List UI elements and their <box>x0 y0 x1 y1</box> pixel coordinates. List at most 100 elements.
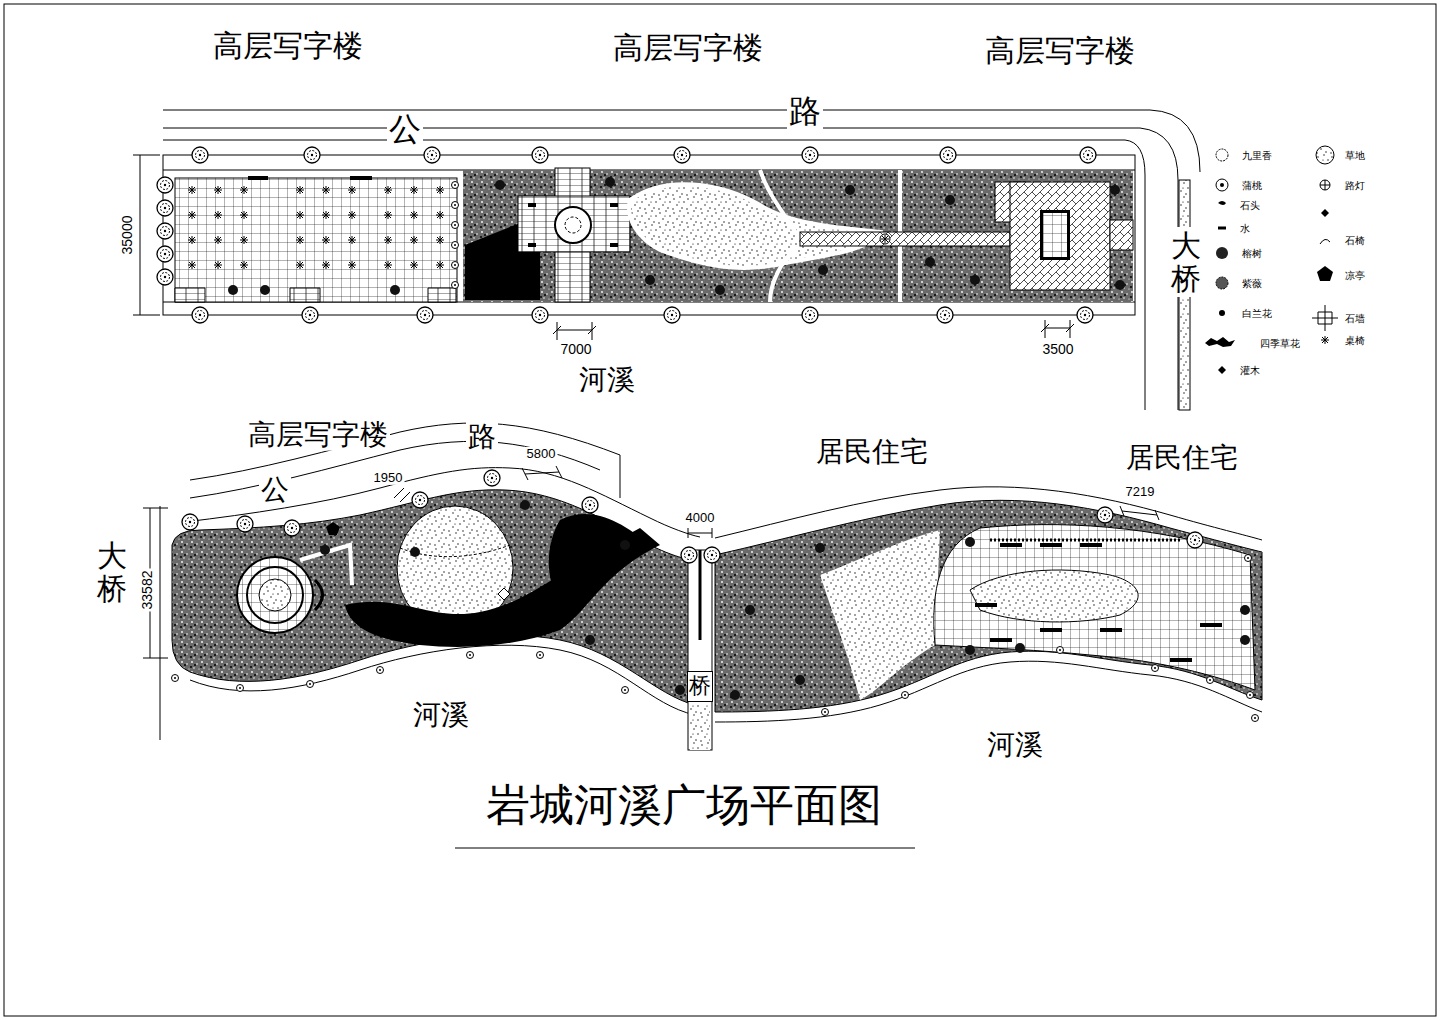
plan-use <box>348 211 356 219</box>
plan-use <box>452 262 459 269</box>
plan-path <box>1218 366 1226 374</box>
plan-use <box>965 645 975 655</box>
dimension-text: 7219 <box>1124 485 1157 499</box>
plan-path <box>1317 266 1333 281</box>
plan-path <box>1218 227 1226 230</box>
plan-use <box>157 223 173 239</box>
plan-use <box>436 236 444 244</box>
plan-path <box>498 588 510 600</box>
plan-use <box>664 307 680 323</box>
plan-path <box>300 545 352 585</box>
place-label: 居民住宅 <box>1124 443 1240 474</box>
plan-use <box>322 261 330 269</box>
place-label: 公 <box>387 112 423 147</box>
plan-use <box>302 307 318 323</box>
legend-text: 路灯 <box>1345 180 1365 191</box>
plan-use <box>970 275 980 285</box>
plan-g <box>157 147 1096 323</box>
plan-path <box>400 545 510 557</box>
legend-text: 九里香 <box>1242 150 1272 161</box>
plan-use <box>410 186 418 194</box>
plan-use <box>452 182 459 189</box>
plan-rect <box>690 705 710 750</box>
plan-path <box>975 545 1222 660</box>
plan-path <box>715 661 1262 722</box>
plan-circle <box>1216 179 1228 191</box>
plan-path <box>248 176 372 180</box>
plan-use <box>436 261 444 269</box>
plan-use <box>1321 336 1329 344</box>
plan-use <box>940 147 956 163</box>
plan-use <box>1115 280 1125 290</box>
plan-path <box>163 170 1135 302</box>
plan-use <box>620 540 630 550</box>
plan-use <box>228 285 238 295</box>
plan-circle <box>1216 247 1228 259</box>
plan-use <box>452 202 459 209</box>
plan-path <box>326 522 340 535</box>
plan-use <box>188 186 196 194</box>
plan-rect <box>555 168 590 302</box>
place-label: 河溪 <box>577 365 637 396</box>
plan-path <box>394 488 410 502</box>
legend-text: 桌椅 <box>1345 335 1365 346</box>
plan-use <box>192 307 208 323</box>
plan-path <box>528 205 618 245</box>
plan-use <box>645 275 655 285</box>
plan-use <box>417 307 433 323</box>
plan-path <box>990 539 1180 542</box>
place-label: 大桥 <box>97 537 127 607</box>
plan-use <box>384 211 392 219</box>
plan-rect <box>4 4 1436 1016</box>
plan-rect <box>1110 220 1133 250</box>
plan-path <box>163 128 1178 410</box>
dimension-text: 33582 <box>140 569 155 612</box>
plan-use <box>582 497 598 513</box>
plan-use <box>704 547 720 563</box>
plan-use <box>296 261 304 269</box>
plan-use <box>410 211 418 219</box>
plan-use <box>192 147 208 163</box>
plan-use <box>188 236 196 244</box>
dimension-text: 35000 <box>120 214 135 257</box>
plan-use <box>532 307 548 323</box>
plan-use <box>925 257 935 267</box>
plan-use <box>157 177 173 193</box>
plan-use <box>348 236 356 244</box>
plan-use <box>622 687 629 694</box>
legend-text: 石椅 <box>1345 235 1365 246</box>
plan-path <box>820 530 940 700</box>
legend-text: 四季草花 <box>1260 338 1300 349</box>
plan-use <box>322 236 330 244</box>
plan-use <box>675 685 685 695</box>
dimension-text: 1950 <box>372 471 405 485</box>
plan-use <box>484 470 500 486</box>
plan-use <box>1245 555 1252 562</box>
plan-use <box>1187 532 1203 548</box>
plan-use <box>304 147 320 163</box>
plan-use <box>1057 647 1064 654</box>
plan-path <box>1320 180 1330 190</box>
plan-circle <box>1216 149 1228 161</box>
drawing-title: 岩城河溪广场平面图 <box>486 781 882 829</box>
plan-use <box>520 500 530 510</box>
legend-text: 水 <box>1240 223 1250 234</box>
plan-use <box>1252 715 1259 722</box>
legend-text: 石墙 <box>1345 313 1365 324</box>
plan-path <box>160 506 161 740</box>
plan-use <box>745 605 755 615</box>
plan-use <box>467 652 474 659</box>
dimension-text: 4000 <box>684 511 717 525</box>
plan-rect <box>1010 182 1110 290</box>
plan-use <box>384 186 392 194</box>
place-label: 路 <box>466 422 498 453</box>
legend-text: 紫薇 <box>1242 278 1262 289</box>
plan-path <box>1041 320 1074 338</box>
bridge-label: 桥 <box>689 674 711 698</box>
plan-circle <box>880 234 890 244</box>
plan-path <box>553 322 596 340</box>
plan-use <box>730 690 740 700</box>
plan-g <box>228 177 1125 295</box>
plan-use <box>965 537 975 547</box>
plan-path <box>1120 506 1159 520</box>
